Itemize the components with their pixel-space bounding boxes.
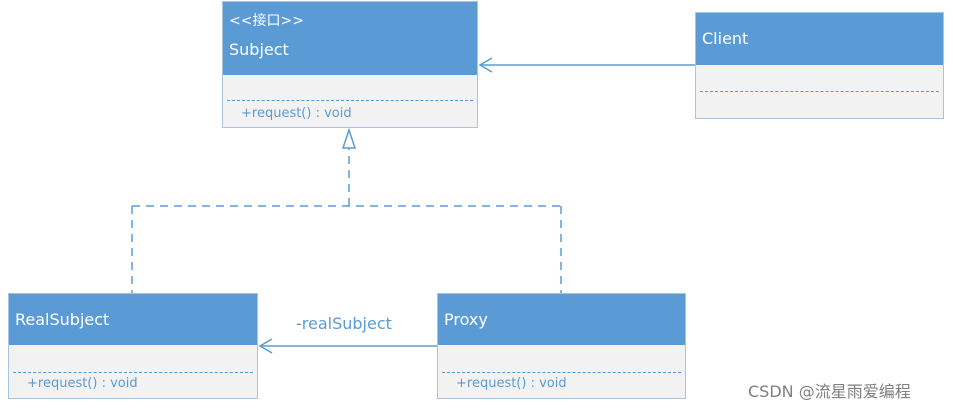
- realsubject-class-header: RealSubject: [9, 294, 257, 345]
- client-class-header: Client: [696, 13, 943, 65]
- realsubject-class-name: RealSubject: [15, 310, 110, 329]
- proxy-realsubject-arrowhead: [258, 338, 273, 354]
- realsubject-operation: +request() : void: [27, 376, 138, 391]
- proxy-class-header: Proxy: [438, 294, 685, 345]
- watermark: CSDN @流星雨爱编程: [748, 382, 911, 401]
- subject-class-header: <<接口>> Subject: [223, 2, 477, 75]
- subject-separator: [227, 100, 473, 101]
- client-separator: [700, 91, 939, 92]
- proxy-class-box[interactable]: Proxy +request() : void: [437, 293, 686, 399]
- client-class-box[interactable]: Client: [695, 12, 944, 119]
- subject-class-name: Subject: [229, 40, 289, 59]
- subject-class-box[interactable]: <<接口>> Subject +request() : void: [222, 1, 478, 128]
- realsubject-class-box[interactable]: RealSubject +request() : void: [8, 293, 258, 399]
- realsubject-separator: [13, 372, 253, 373]
- proxy-class-name: Proxy: [444, 310, 488, 329]
- client-subject-arrowhead: [478, 57, 493, 73]
- realization-hollow-triangle: [341, 127, 357, 149]
- subject-stereotype: <<接口>>: [229, 13, 304, 29]
- client-class-name: Client: [702, 29, 749, 48]
- subject-operation: +request() : void: [241, 106, 352, 121]
- realsubject-association-label: -realSubject: [296, 314, 392, 333]
- proxy-separator: [442, 372, 681, 373]
- proxy-operation: +request() : void: [456, 376, 567, 391]
